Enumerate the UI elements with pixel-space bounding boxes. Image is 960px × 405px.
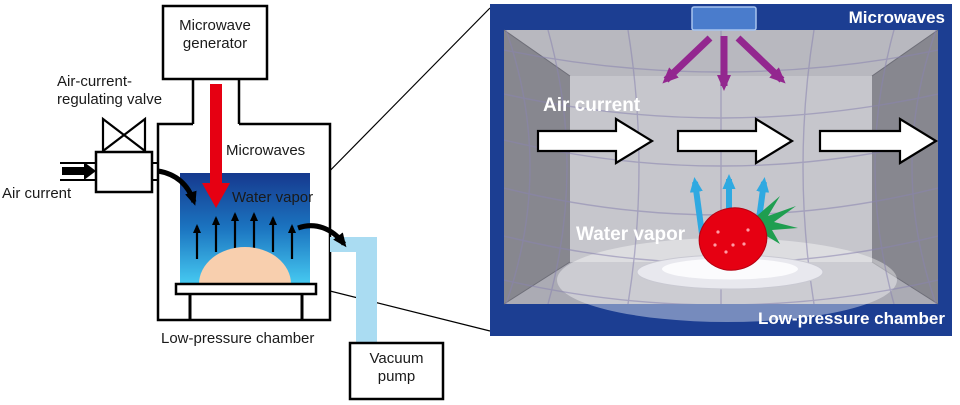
detail-water-vapor-label: Water vapor (576, 224, 686, 245)
valve-label: Air-current- regulating valve (57, 73, 162, 110)
vacuum-pump-box (348, 341, 445, 401)
food-dome (199, 247, 291, 284)
vapor-arrows (193, 212, 296, 259)
chamber-label: Low-pressure chamber (161, 330, 315, 347)
air-current-arrows (536, 117, 939, 165)
zoom-line-top (309, 7, 491, 192)
detail-view (490, 4, 952, 336)
microwaves-label: Microwaves (226, 142, 306, 159)
detail-chamber-label: Low-pressure chamber (757, 309, 945, 328)
microwave-arrows (662, 35, 786, 91)
cavity-mesh (504, 30, 938, 304)
detail-air-current-label: Air current (543, 95, 641, 116)
valve-label-line2: regulating valve (57, 91, 163, 109)
generator-label: Microwave generator (179, 17, 251, 53)
airflow-out-arrow (297, 223, 347, 248)
water-vapor-label: Water vapor (232, 189, 314, 206)
valve-label-line1: Air-current- (57, 73, 133, 90)
airflow-in-arrow (157, 168, 197, 206)
microwave-beam-arrow (202, 84, 230, 208)
pump-label: Vacuum pump (369, 350, 424, 386)
air-inlet-arrow (62, 162, 96, 180)
left-schematic (60, 4, 491, 401)
zoom-line-bottom (317, 287, 491, 332)
detail-microwaves-label: Microwaves (848, 8, 945, 27)
magnetron-emitter (691, 6, 757, 31)
air-valve (60, 116, 158, 194)
vacuum-pipe (330, 237, 377, 343)
air-current-label: Air current (2, 185, 72, 202)
platform (174, 282, 318, 296)
strawberry (698, 196, 798, 271)
microwave-generator-box (161, 4, 269, 81)
